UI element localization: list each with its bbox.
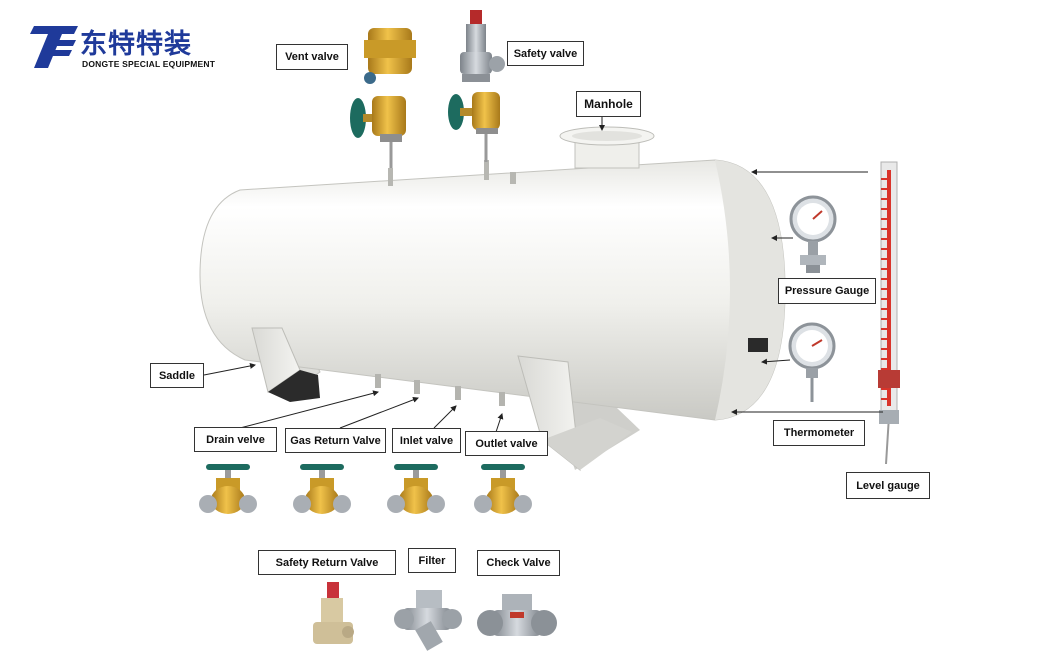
leader-lines	[203, 116, 883, 433]
logo-mark	[30, 26, 78, 68]
safety-valve-top	[460, 10, 505, 82]
saddle-right	[517, 355, 632, 472]
safety-valve	[448, 92, 500, 162]
label-vent-valve: Vent valve	[276, 44, 348, 70]
inlet-valve	[387, 464, 445, 514]
label-safety-return-valve: Safety Return Valve	[258, 550, 396, 575]
level-tick	[881, 358, 887, 360]
vent-valve-top	[364, 28, 416, 84]
saddle-left	[251, 327, 320, 402]
level-tick	[881, 238, 887, 240]
level-tick	[881, 178, 887, 180]
gas-return-valve	[293, 464, 351, 514]
label-gas-return-valve: Gas Return Valve	[285, 428, 386, 453]
level-tick	[881, 278, 887, 280]
level-gauge	[878, 161, 900, 465]
filter	[394, 590, 462, 651]
label-safety-valve: Safety valve	[507, 41, 584, 66]
level-tick	[881, 218, 887, 220]
thermometer	[788, 322, 836, 402]
level-tick	[881, 348, 887, 350]
level-tick	[881, 338, 887, 340]
drain-valve	[199, 464, 257, 514]
label-level-gauge: Level gauge	[846, 472, 930, 499]
label-saddle: Saddle	[150, 363, 204, 388]
level-tick	[881, 188, 887, 190]
level-tick	[881, 308, 887, 310]
safety-return-valve	[313, 582, 354, 644]
label-check-valve: Check Valve	[477, 550, 560, 576]
label-manhole: Manhole	[576, 91, 641, 117]
outlet-valve	[474, 464, 532, 514]
label-thermometer: Thermometer	[773, 420, 865, 446]
brand-name-en: DONGTE SPECIAL EQUIPMENT	[82, 59, 216, 69]
pressure-gauge	[789, 195, 837, 273]
storage-tank	[199, 126, 786, 472]
level-tick	[881, 318, 887, 320]
label-drain-valve: Drain velve	[194, 427, 277, 452]
vent-valve	[350, 96, 406, 168]
level-tick	[881, 258, 887, 260]
level-tick	[881, 388, 887, 390]
level-tick	[881, 248, 887, 250]
brand-name-cn: 东特特装	[80, 29, 192, 60]
level-tick	[881, 198, 887, 200]
manhole	[559, 126, 655, 169]
level-tick	[881, 328, 887, 330]
level-tick	[881, 228, 887, 230]
label-filter: Filter	[408, 548, 456, 573]
label-inlet-valve: Inlet valve	[392, 428, 461, 453]
level-tick	[881, 398, 887, 400]
level-tick	[881, 288, 887, 290]
label-outlet-valve: Outlet valve	[465, 431, 548, 456]
level-tick	[881, 368, 887, 370]
check-valve	[477, 594, 557, 636]
bottom-valve-row	[199, 464, 532, 514]
level-tick	[881, 268, 887, 270]
level-tick	[881, 298, 887, 300]
label-pressure-gauge: Pressure Gauge	[778, 278, 876, 304]
level-tick	[881, 208, 887, 210]
